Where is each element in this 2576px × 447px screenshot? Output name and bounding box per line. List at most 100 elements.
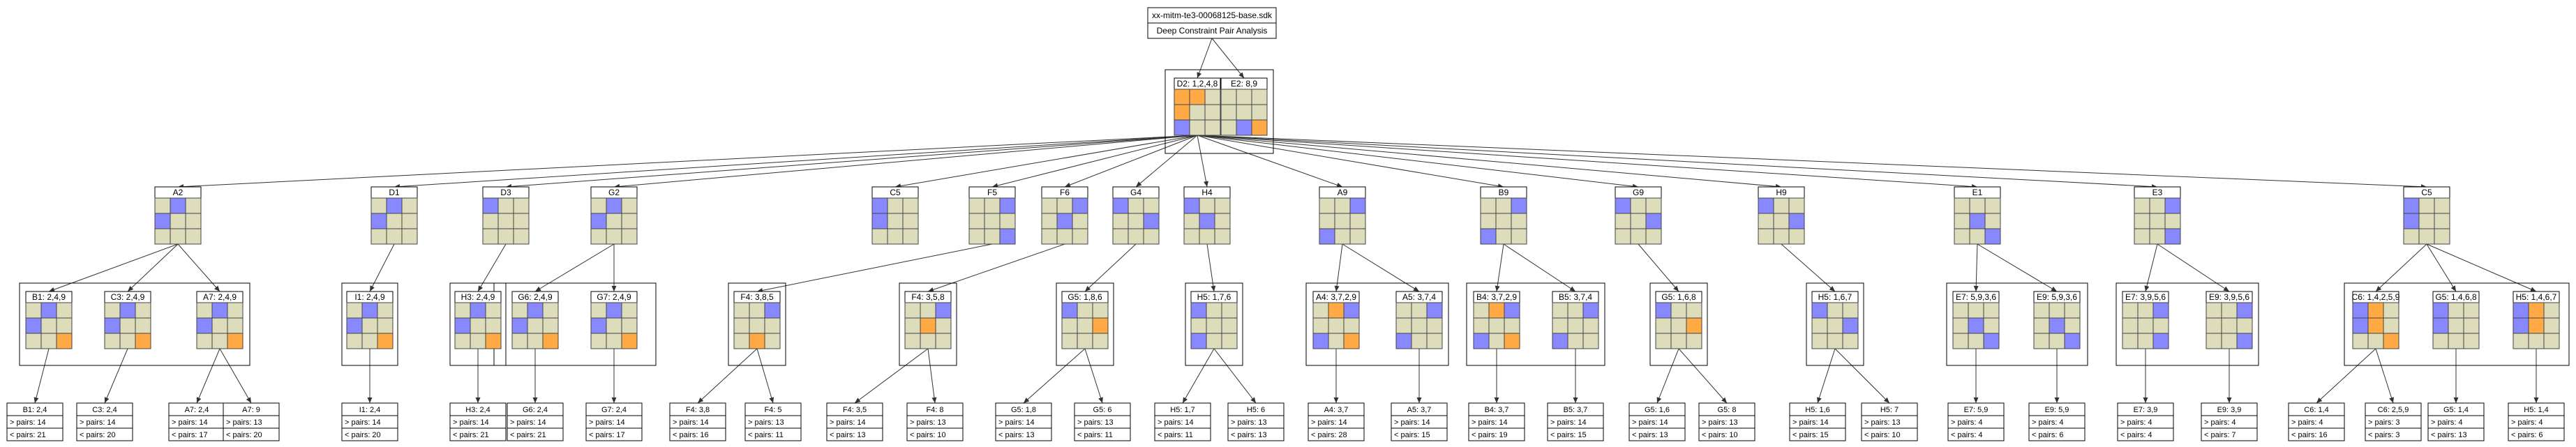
grid-cell [454,302,471,319]
edge-arrowhead [1883,397,1889,403]
edge-arrowhead [1065,182,1071,188]
leaf-label: G5: 8 [1718,406,1737,414]
node-label: A5: 3,7,4 [1402,292,1436,302]
node-i1: I1: 2,4,9 [346,291,394,349]
grid-cell [2049,302,2065,319]
grid-cell [606,228,622,245]
grid-cell [1190,333,1207,349]
grid-cell [1511,228,1527,245]
edge-c6-leaf [2375,348,2394,404]
leaf-frame [585,402,643,441]
leaf-less-pairs: < pairs: 15 [1550,431,1587,439]
edge-arrowhead [2144,285,2150,291]
node-f4b: F4: 3,5,8 [904,291,952,349]
grid-cell [119,333,136,349]
edge-f4b-leaf [854,348,929,404]
leaf-node: H5: 1,6> pairs: 14< pairs: 15 [1789,402,1846,441]
node-b9: B9 [1480,186,1527,245]
grid-cell [185,213,202,229]
leaf-frame [1698,402,1755,441]
grid-cell [999,228,1016,245]
node-label: F4: 3,5,8 [911,292,945,302]
grid-cell [1319,228,1335,245]
grid-cell [56,302,73,319]
node-label: C3: 2,4,9 [111,292,145,302]
grid-cell [527,333,544,349]
grid-cell [2463,302,2480,319]
edge-arrowhead [2316,397,2323,403]
grid-cell [1615,228,1631,245]
grid-cell [968,213,985,229]
leaf-greater-pairs: > pairs: 13 [1077,418,1114,427]
grid-cell [1758,213,1774,229]
grid-cell [2448,333,2464,349]
leaf-label: E7: 3,9 [2134,406,2158,414]
leaf-frame [6,402,63,441]
leaf-node: G5: 6> pairs: 13< pairs: 11 [1074,402,1131,441]
node-h5b: H5: 1,6,7 [1811,291,1859,349]
leaf-greater-pairs: > pairs: 13 [1231,418,1267,427]
grid-cell [1112,213,1129,229]
edge-arrowhead [2143,397,2148,403]
edge-d2-f5 [991,135,1198,188]
grid-cell [1582,317,1599,334]
node-label: A4: 3,7,2,9 [1316,292,1356,302]
grid-cell [485,302,502,319]
grid-cell [999,213,1016,229]
leaf-greater-pairs: > pairs: 3 [2368,418,2400,427]
grid-cell [135,317,151,334]
edge-arrowhead [33,397,39,403]
grid-cell [2352,302,2369,319]
cluster-h9-children [1806,282,1864,366]
grid-cell [1827,302,1843,319]
grid-cell [1773,228,1790,245]
edge-a7-leaf [196,348,220,404]
node-label: G4 [1130,188,1141,197]
node-c5b: C5 [2403,186,2450,245]
edge-arrowhead [1817,397,1822,403]
leaf-label: E9: 5,9 [2045,406,2069,414]
edge-arrowhead [1656,397,1662,403]
leaf-frame [223,402,280,441]
node-b5: B5: 3,7,4 [1552,291,1599,349]
grid-cell [1214,197,1231,214]
grid-cell [1473,333,1490,349]
edge-f4a-leaf [756,348,774,404]
node-label: B1: 2,4,9 [32,292,66,302]
leaf-node: B1: 2,4> pairs: 14< pairs: 21 [6,402,63,441]
grid-cell [2383,302,2399,319]
grid-cell [2064,333,2081,349]
grid-cell [1983,317,2000,334]
grid-cell [1582,333,1599,349]
leaf-greater-pairs: > pairs: 14 [998,418,1035,427]
leaf-greater-pairs: > pairs: 4 [2291,418,2323,427]
leaf-frame [2201,402,2258,441]
grid-cell [227,317,244,334]
edge-arrowhead [855,397,861,403]
grid-cell [2206,317,2222,334]
edge-arrowhead [1973,397,1979,403]
grid-cell [454,317,471,334]
grid-cell [185,228,202,245]
leaf-node: H5: 1,7> pairs: 14< pairs: 11 [1154,402,1211,441]
node-label: B9 [1499,188,1509,197]
edge-arrowhead [2389,397,2394,403]
edge-arrowhead [1494,397,1499,403]
grid-cell [2463,333,2480,349]
grid-cell [1214,228,1231,245]
grid-cell [2221,333,2238,349]
cluster-h4-children [1185,282,1243,366]
grid-cell [590,213,607,229]
grid-cell [2033,333,2050,349]
edge-e3-e7b [2145,243,2158,292]
grid-cell [764,317,781,334]
leaf-greater-pairs: > pairs: 4 [2120,418,2152,427]
leaf-frame [2508,402,2565,441]
grid-cell [1328,302,1345,319]
node-c6: C6: 1,4,2,5,9 [2352,291,2400,349]
grid-cell [606,302,622,319]
grid-cell [2122,317,2139,334]
leaf-frame [1861,402,1918,441]
leaf-node: F4: 3,5> pairs: 14< pairs: 13 [826,402,883,441]
grid-cell [2513,317,2529,334]
